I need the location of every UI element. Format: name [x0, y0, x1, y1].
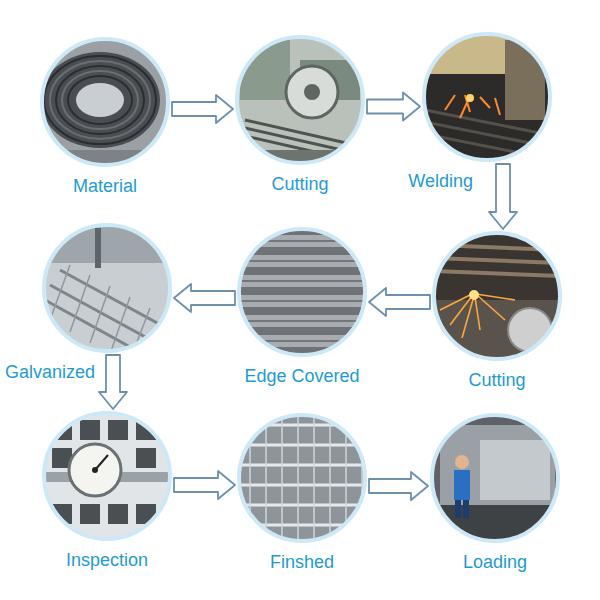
process-step: Cutting [237, 37, 363, 163]
saw-cutting-photo [432, 231, 562, 361]
step-label: Finshed [270, 551, 334, 573]
wire-coil-photo [40, 37, 170, 170]
step-label: Edge Covered [244, 365, 359, 387]
process-step: Cutting [434, 233, 560, 359]
step-label: Galvanized [5, 361, 95, 383]
stacked-grating-photo [237, 227, 367, 357]
step-label: Inspection [66, 549, 148, 571]
step-label: Cutting [271, 173, 328, 195]
flow-arrow [367, 93, 420, 121]
process-step: Edge Covered [239, 229, 365, 355]
step-label: Material [73, 175, 137, 197]
finished-grating-photo [239, 415, 369, 545]
process-step: Inspection [44, 413, 170, 539]
step-label: Loading [463, 551, 527, 573]
welding-machine-photo [422, 32, 552, 162]
photo-rings [42, 34, 560, 541]
flow-arrow [172, 95, 233, 123]
step-label: Cutting [468, 369, 525, 391]
process-step: Welding [424, 34, 550, 160]
process-step: Finshed [239, 415, 365, 541]
galvanized-grating-photo [42, 223, 172, 360]
process-step: Material [42, 39, 168, 165]
process-step: Galvanized [44, 225, 170, 351]
caliper-inspection-photo [44, 413, 174, 543]
flow-arrow [489, 164, 517, 229]
flow-arrow [174, 284, 235, 312]
flow-arrow [174, 471, 235, 499]
step-label: Welding [408, 170, 473, 192]
process-step: Loading [432, 415, 558, 541]
flow-arrow [369, 472, 428, 500]
cutting-machine-photo [235, 35, 365, 170]
container-loading-photo [432, 415, 562, 545]
flow-arrow [99, 355, 127, 409]
flow-arrow [369, 288, 430, 316]
